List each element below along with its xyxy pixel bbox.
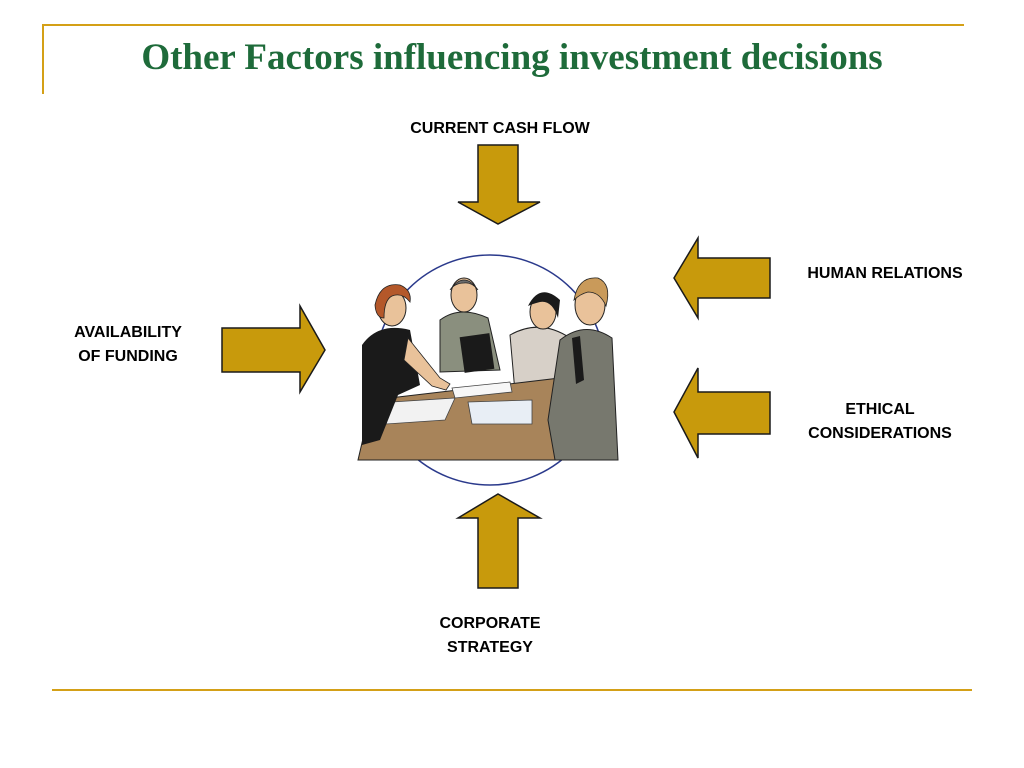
up-arrow-icon: [455, 493, 543, 589]
right-arrow-icon: [221, 303, 326, 395]
left-arrow-icon: [673, 235, 771, 321]
person-woman-icon: [362, 284, 451, 445]
person-back-left-icon: [439, 277, 501, 373]
label-line: CONSIDERATIONS: [808, 425, 952, 442]
page-title: Other Factors influencing investment dec…: [141, 37, 883, 78]
bottom-rule: [52, 689, 972, 691]
label-line: HUMAN RELATIONS: [807, 265, 963, 282]
title-top-rule: [42, 24, 964, 26]
label-line: ETHICAL: [845, 401, 915, 418]
factor-label-human-relations: HUMAN RELATIONS: [780, 262, 990, 286]
label-line: CORPORATE: [439, 615, 541, 632]
down-arrow-icon: [457, 144, 541, 225]
title-left-bar: [42, 24, 44, 94]
label-line: AVAILABILITY: [74, 324, 182, 341]
factor-label-corporate-strategy: CORPORATE STRATEGY: [400, 612, 580, 660]
factor-label-current-cash-flow: CURRENT CASH FLOW: [370, 117, 630, 141]
label-line: OF FUNDING: [78, 348, 178, 365]
left-arrow-icon: [673, 367, 771, 459]
business-meeting-icon: [357, 277, 619, 461]
factor-label-availability-of-funding: AVAILABILITY OF FUNDING: [50, 321, 206, 369]
label-line: STRATEGY: [447, 639, 533, 656]
factor-label-ethical-considerations: ETHICAL CONSIDERATIONS: [780, 398, 980, 446]
label-line: CURRENT CASH FLOW: [410, 120, 590, 137]
person-man-icon: [547, 277, 619, 461]
